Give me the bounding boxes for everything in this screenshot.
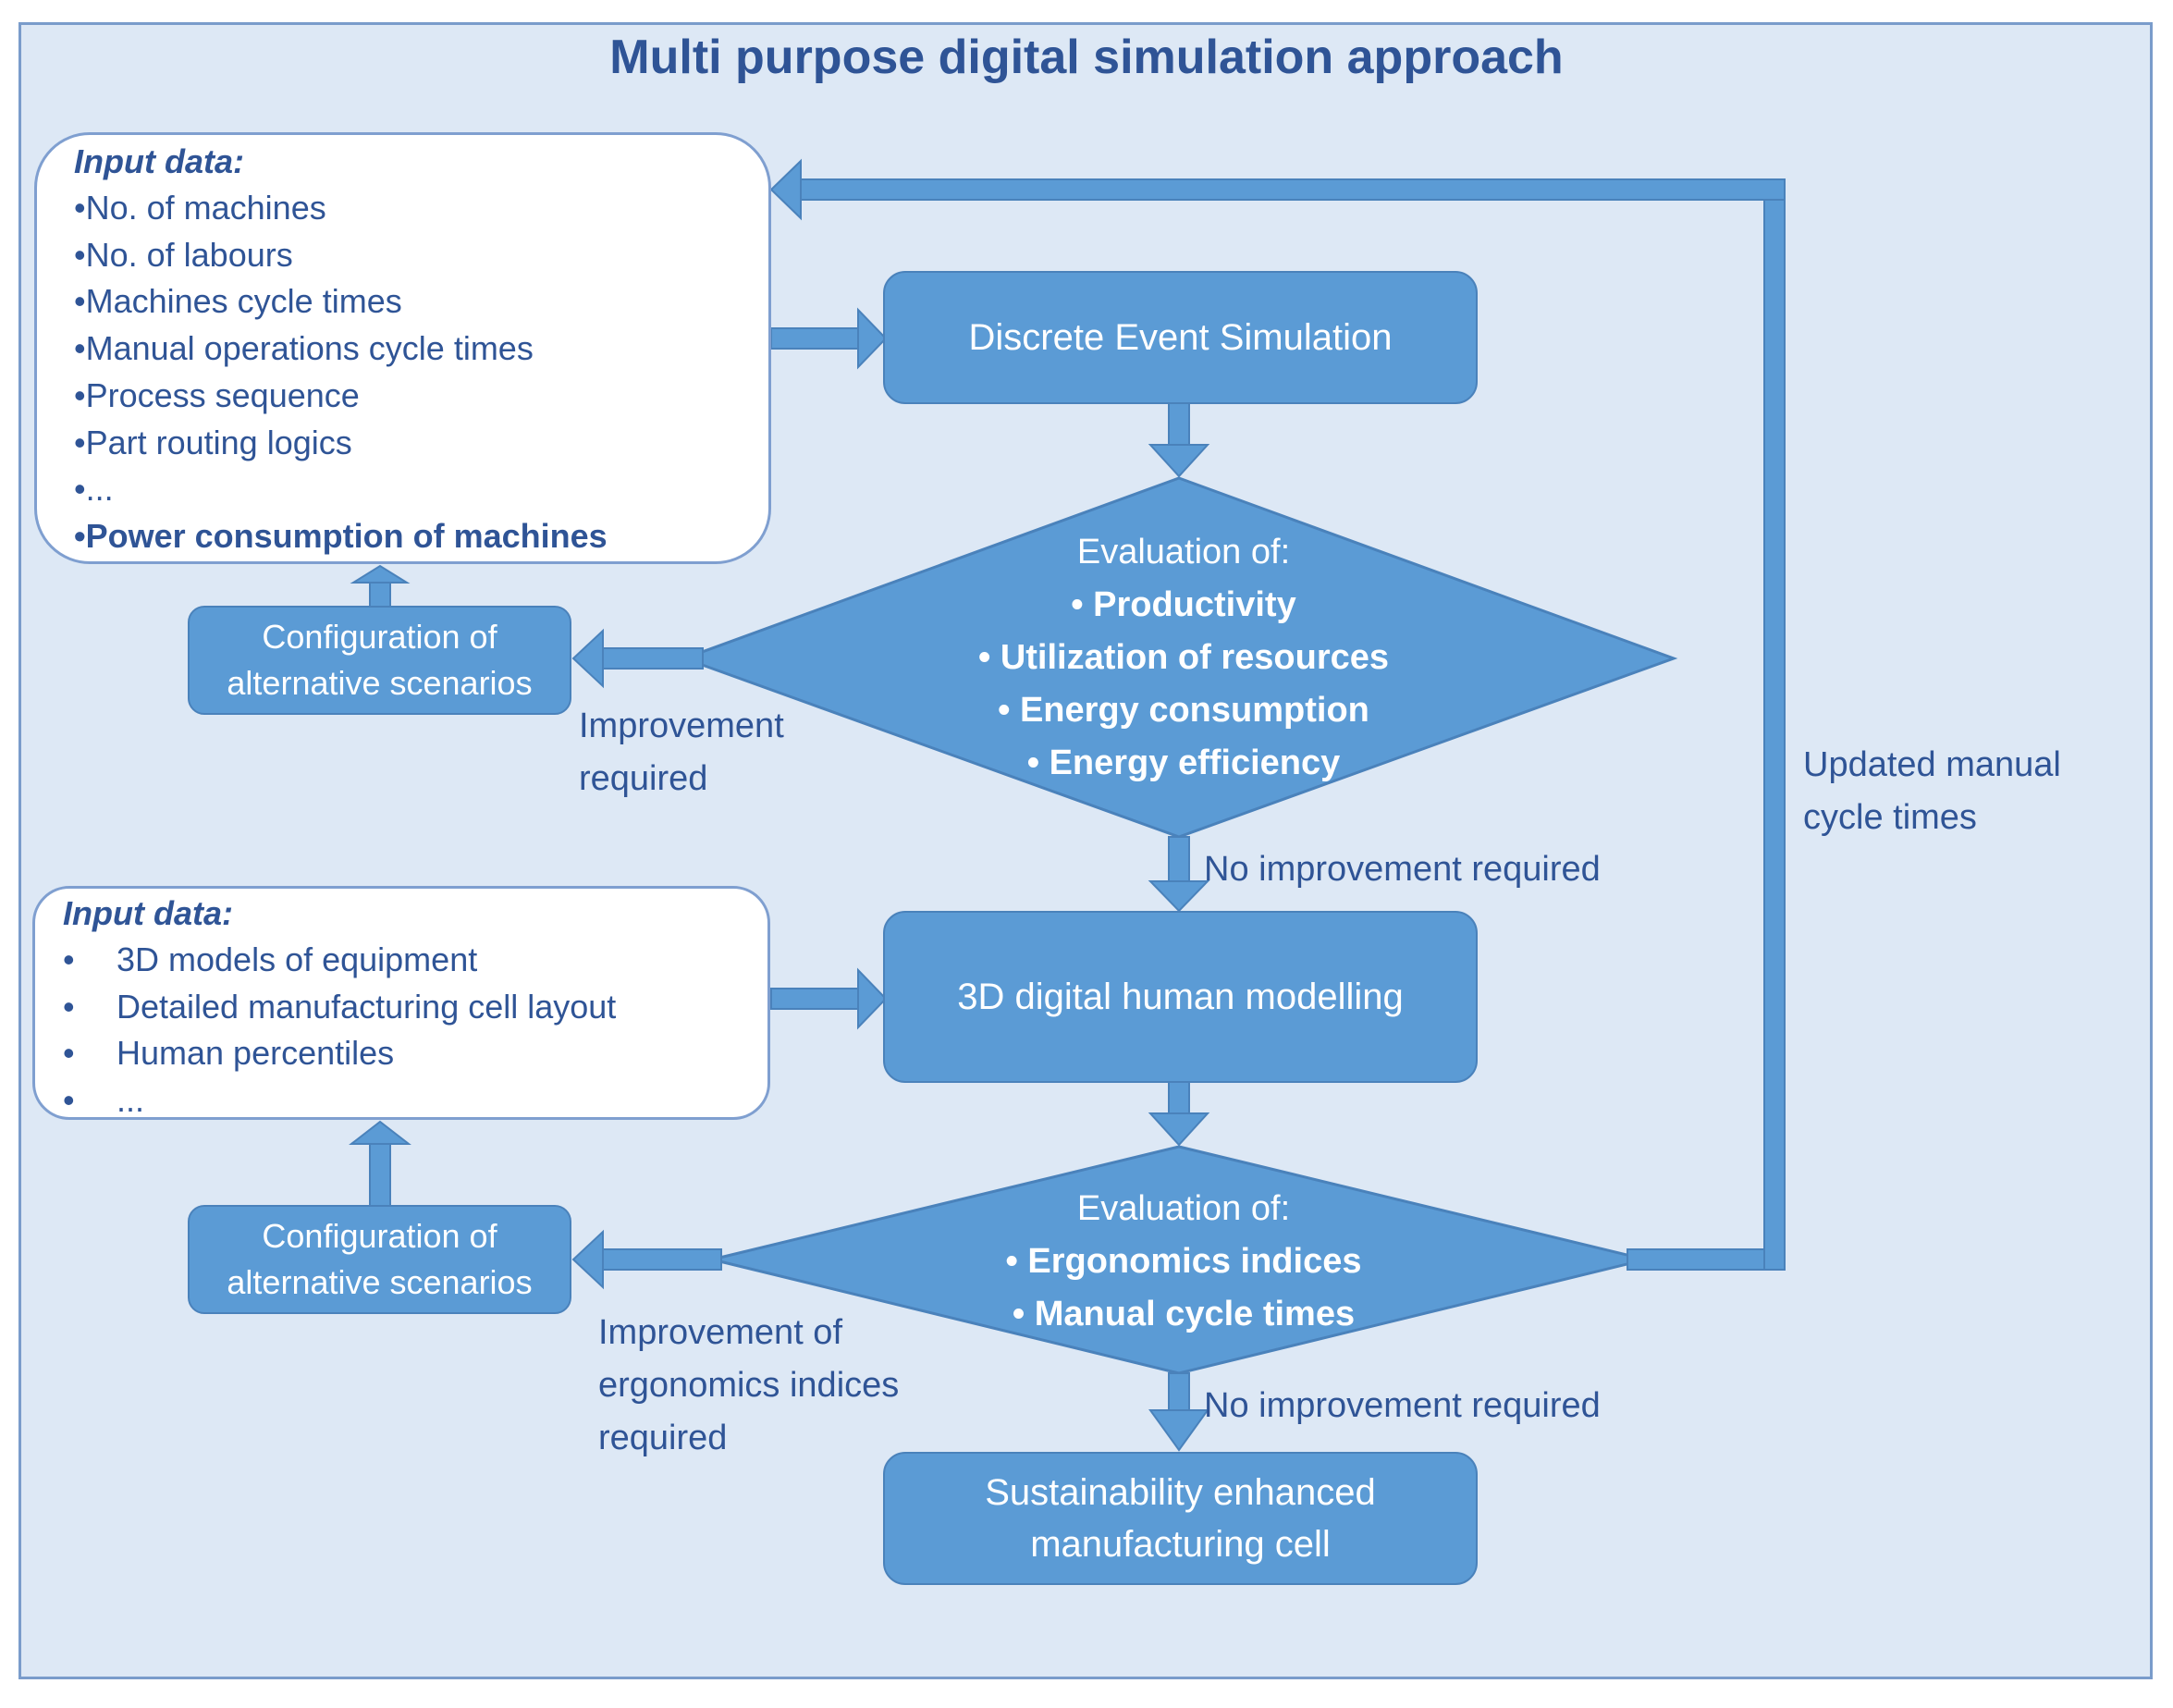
label-line: ergonomics indices <box>598 1366 900 1405</box>
label-line: Updated manual <box>1803 745 2061 784</box>
arrow-decision-1-to-dhm <box>1148 836 1210 913</box>
config-label-line-1: Configuration of <box>262 618 497 656</box>
input-item: •Manual operations cycle times <box>74 329 534 368</box>
input-item: •No. of machines <box>74 189 326 227</box>
no-improvement-label-2: No improvement required <box>1204 1386 1601 1425</box>
input-item: •Power consumption of machines <box>74 516 608 555</box>
decision-item: • Manual cycle times <box>1012 1295 1356 1333</box>
result-label-line-2: manufacturing cell <box>1030 1524 1331 1565</box>
label-line: cycle times <box>1803 798 1977 837</box>
input-item-text: ... <box>117 1081 145 1120</box>
decision-item: • Ergonomics indices <box>1005 1242 1362 1281</box>
arrow-des-to-decision-1 <box>1148 401 1210 478</box>
arrow-decision-1-to-config-1 <box>571 628 704 689</box>
decision-item: • Energy efficiency <box>1026 743 1341 782</box>
arrow-config-1-to-input-1 <box>350 564 411 609</box>
input-item: •Part routing logics <box>74 423 352 461</box>
result-label-line-1: Sustainability enhanced <box>985 1472 1376 1513</box>
input-item: •Process sequence <box>74 375 360 414</box>
decision-item: • Utilization of resources <box>977 638 1390 677</box>
decision-heading: Evaluation of: <box>1076 533 1291 571</box>
improvement-required-label-1: Improvement required <box>579 700 784 805</box>
config-label-line-2: alternative scenarios <box>227 664 533 702</box>
decision-2-text: Evaluation of: • Ergonomics indices • Ma… <box>888 1183 1479 1341</box>
decision-heading: Evaluation of: <box>1076 1189 1291 1228</box>
input-item: • Detailed manufacturing cell layout <box>63 984 767 1031</box>
decision-item: • Productivity <box>1071 585 1296 624</box>
bullet: • <box>63 1081 75 1120</box>
decision-item: • Energy consumption <box>998 691 1369 730</box>
decision-1-text: Evaluation of: • Productivity • Utilizat… <box>888 526 1479 790</box>
digital-human-modelling-box: 3D digital human modelling <box>883 911 1478 1083</box>
arrow-dhm-to-decision-2 <box>1148 1081 1210 1147</box>
diagram-title: Multi purpose digital simulation approac… <box>609 31 1564 84</box>
configuration-box-2: Configuration of alternative scenarios <box>188 1205 571 1314</box>
arrow-decision-2-to-result <box>1148 1372 1209 1452</box>
arrow-input-2-to-dhm <box>770 967 888 1030</box>
dhm-label: 3D digital human modelling <box>957 977 1404 1017</box>
discrete-event-simulation-box: Discrete Event Simulation <box>883 271 1478 404</box>
arrow-decision-2-to-config-2 <box>571 1229 722 1290</box>
config-label-line-2: alternative scenarios <box>227 1263 533 1301</box>
label-line: required <box>598 1419 728 1457</box>
input-data-box-1: Input data: •No. of machines •No. of lab… <box>34 132 771 564</box>
input-item-text: Human percentiles <box>117 1034 395 1073</box>
input-item: •... <box>74 470 114 509</box>
input-data-heading-2: Input data: <box>63 894 233 932</box>
feedback-loop-arrow <box>769 158 1786 1271</box>
input-data-heading-1: Input data: <box>74 142 244 180</box>
configuration-box-1: Configuration of alternative scenarios <box>188 606 571 715</box>
bullet: • <box>63 1034 75 1073</box>
input-item: • Human percentiles <box>63 1030 767 1077</box>
no-improvement-label-1: No improvement required <box>1204 850 1601 889</box>
label-line: Improvement of <box>598 1313 842 1352</box>
input-item: • ... <box>63 1077 767 1124</box>
arrow-input-1-to-des <box>770 307 888 370</box>
bullet: • <box>63 987 75 1026</box>
improvement-required-label-2: Improvement of ergonomics indices requir… <box>598 1307 899 1465</box>
arrow-config-2-to-input-2 <box>349 1120 411 1210</box>
feedback-label: Updated manual cycle times <box>1803 739 2061 844</box>
bullet: • <box>63 940 75 978</box>
des-label: Discrete Event Simulation <box>968 317 1393 358</box>
result-box: Sustainability enhanced manufacturing ce… <box>883 1452 1478 1585</box>
input-item: • 3D models of equipment <box>63 937 767 984</box>
config-label-line-1: Configuration of <box>262 1217 497 1255</box>
input-data-box-2: Input data: • 3D models of equipment • D… <box>32 886 770 1120</box>
label-line: required <box>579 759 708 798</box>
input-item: •No. of labours <box>74 235 293 274</box>
input-item-text: 3D models of equipment <box>117 940 478 978</box>
input-item: •Machines cycle times <box>74 282 402 321</box>
label-line: Improvement <box>579 707 784 745</box>
input-item-text: Detailed manufacturing cell layout <box>117 987 617 1026</box>
